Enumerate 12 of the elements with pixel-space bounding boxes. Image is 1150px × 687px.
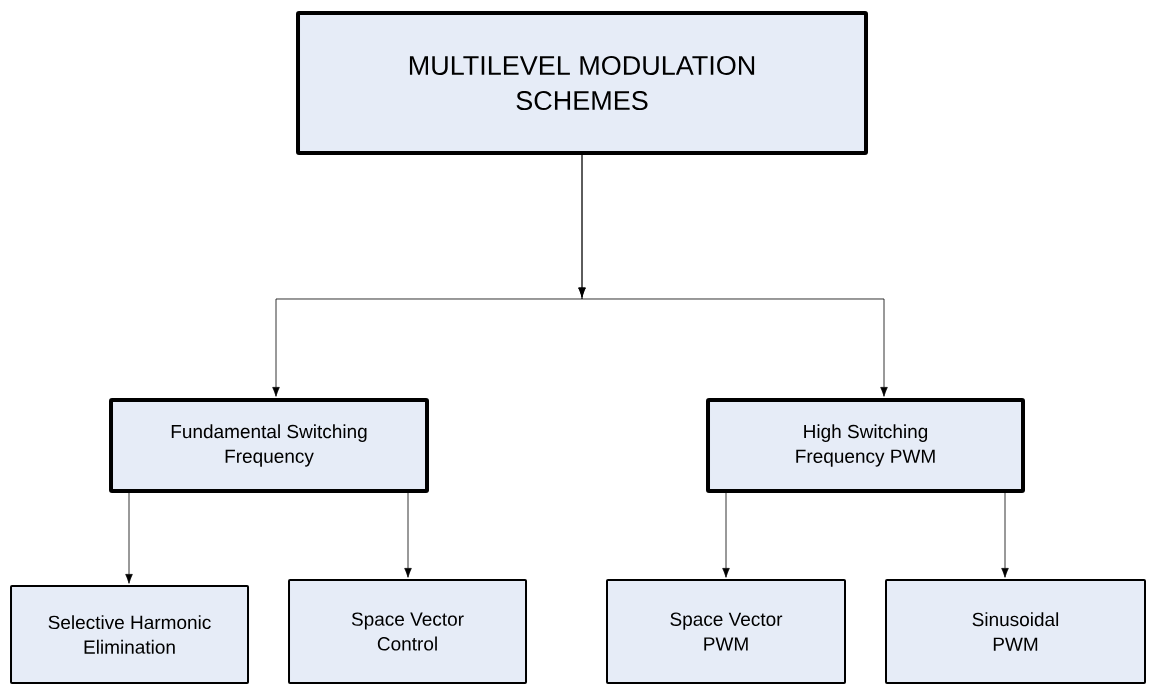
arrow — [578, 154, 888, 397]
arrow — [1001, 492, 1009, 578]
category-box: Fundamental Switching Frequency — [109, 398, 429, 493]
method-box: Selective Harmonic Elimination — [10, 585, 249, 684]
method-box: Space Vector PWM — [606, 579, 846, 684]
category-box: High Switching Frequency PWM — [706, 398, 1025, 493]
title-box: MULTILEVEL MODULATION SCHEMES — [296, 11, 868, 155]
method-box: Space Vector Control — [288, 579, 527, 684]
method-box: Sinusoidal PWM — [885, 579, 1146, 684]
arrow — [125, 492, 133, 584]
arrow — [722, 492, 730, 578]
arrow — [404, 492, 412, 578]
